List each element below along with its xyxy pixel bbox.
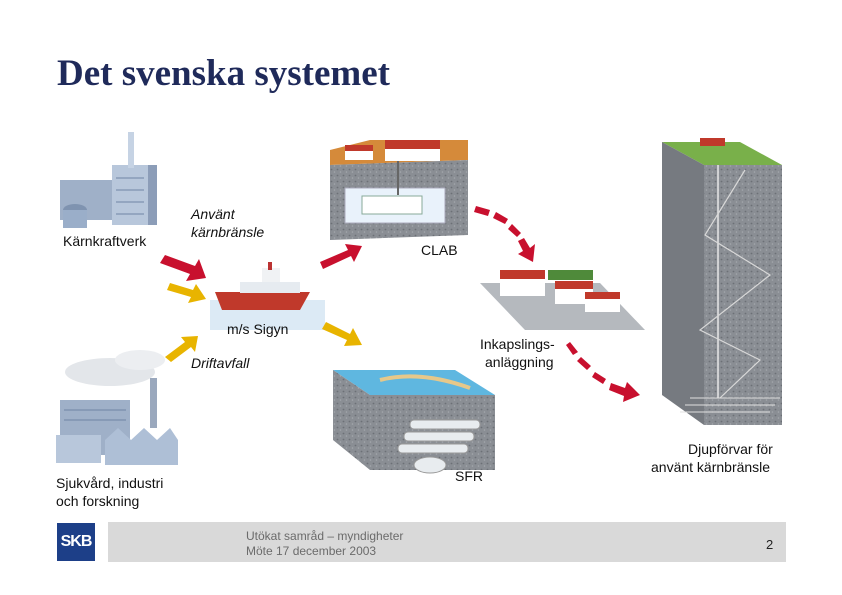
label-ship: m/s Sigyn <box>227 321 289 337</box>
ship-sigyn-icon <box>210 262 325 330</box>
encapsulation-plant-icon <box>480 270 645 330</box>
label-repository-2: använt kärnbränsle <box>651 459 771 475</box>
arrow-encapsulation-to-repository <box>566 342 640 402</box>
nuclear-plant-icon <box>60 132 157 228</box>
page-title: Det svenska systemet <box>57 53 390 94</box>
label-spent-fuel-1: Använt <box>191 206 235 222</box>
label-encapsulation-1: Inkapslings- <box>480 336 555 352</box>
sfr-repository-icon <box>333 370 495 474</box>
label-operational-waste: Driftavfall <box>191 355 250 371</box>
label-other-1: Sjukvård, industri <box>56 475 164 491</box>
footer-line-1: Utökat samråd – myndigheter <box>246 529 404 543</box>
skb-logo: SKB <box>57 523 95 561</box>
label-sfr: SFR <box>455 468 483 484</box>
industry-icon <box>56 350 178 465</box>
footer-bar <box>108 522 786 562</box>
arrow-clab-to-encapsulation <box>474 206 535 262</box>
clab-facility-icon <box>330 140 468 240</box>
arrow-ship-to-clab <box>320 244 362 269</box>
page-number: 2 <box>766 537 774 552</box>
arrow-ship-to-sfr <box>322 322 362 346</box>
label-repository-1: Djupförvar för <box>688 441 773 457</box>
flow-arrows <box>160 206 640 402</box>
deep-repository-icon <box>662 138 782 425</box>
arrow-industry-to-ship <box>165 336 198 362</box>
label-other-2: och forskning <box>56 493 140 509</box>
label-npp: Kärnkraftverk <box>63 233 147 249</box>
footer-line-2: Möte 17 december 2003 <box>246 544 377 558</box>
label-encapsulation-2: anläggning <box>485 354 554 370</box>
arrow-waste-to-ship <box>167 283 206 303</box>
label-clab: CLAB <box>421 242 458 258</box>
label-spent-fuel-2: kärnbränsle <box>191 224 265 240</box>
arrow-npp-to-ship <box>160 255 206 281</box>
